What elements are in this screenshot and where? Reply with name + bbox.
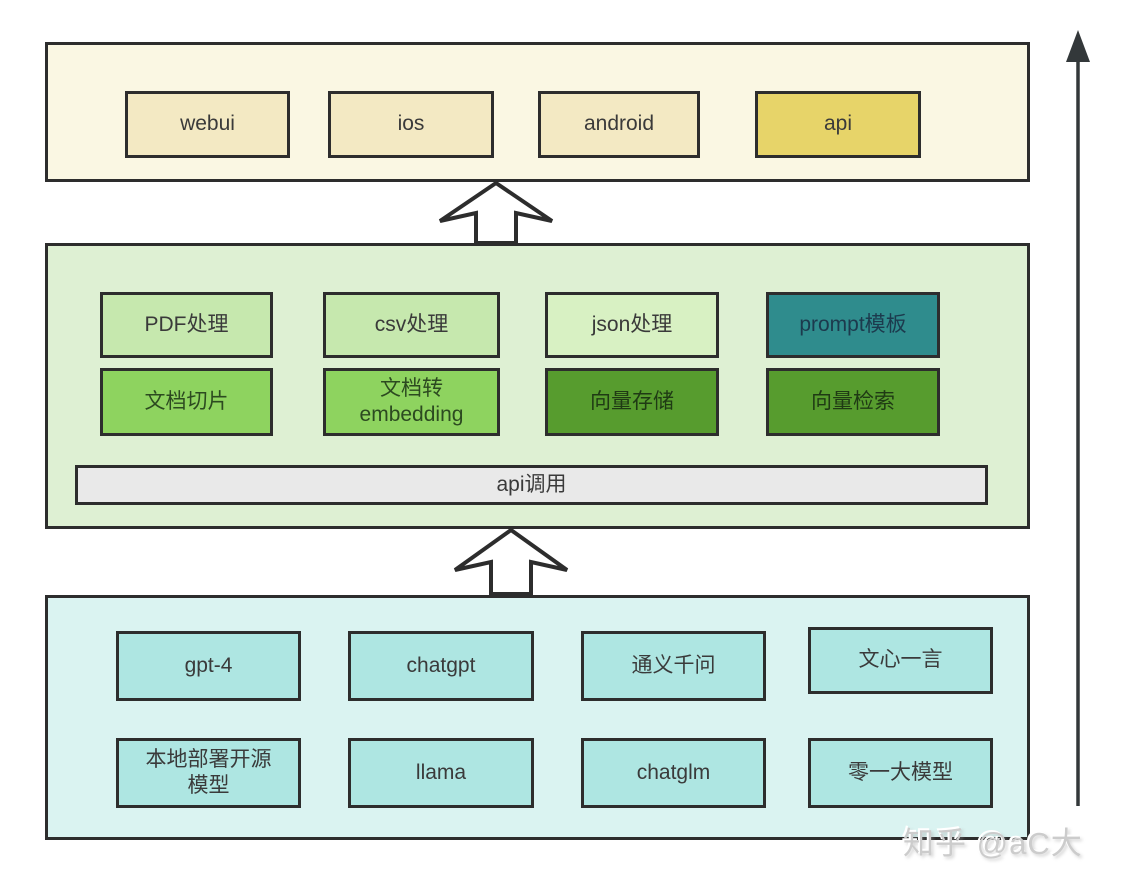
- box-ios: ios: [328, 91, 494, 158]
- vertical-axis-arrow-icon: [1064, 30, 1092, 813]
- box-doc-embedding: 文档转 embedding: [323, 368, 500, 436]
- api-call-bar: api调用: [75, 465, 988, 505]
- watermark: 知乎 @aC大: [903, 826, 1083, 861]
- box-csv-processing: csv处理: [323, 292, 500, 358]
- box-pdf-processing: PDF处理: [100, 292, 273, 358]
- box-vector-search: 向量检索: [766, 368, 940, 436]
- box-prompt-template: prompt模板: [766, 292, 940, 358]
- box-chatgpt: chatgpt: [348, 631, 534, 701]
- processing-layer: PDF处理 csv处理 json处理 prompt模板 文档切片 文档转 emb…: [45, 243, 1030, 529]
- up-arrow-icon: [451, 527, 571, 602]
- box-vector-store: 向量存储: [545, 368, 719, 436]
- box-gpt4: gpt-4: [116, 631, 301, 701]
- box-lingyi-model: 零一大模型: [808, 738, 993, 808]
- box-android: android: [538, 91, 700, 158]
- box-json-processing: json处理: [545, 292, 719, 358]
- box-tongyi-qianwen: 通义千问: [581, 631, 766, 701]
- model-layer: gpt-4 chatgpt 通义千问 文心一言 本地部署开源 模型 llama …: [45, 595, 1030, 840]
- box-wenxin-yiyan: 文心一言: [808, 627, 993, 694]
- box-api: api: [755, 91, 921, 158]
- box-llama: llama: [348, 738, 534, 808]
- up-arrow-icon: [436, 180, 556, 251]
- box-doc-slicing: 文档切片: [100, 368, 273, 436]
- box-webui: webui: [125, 91, 290, 158]
- box-local-opensource-model: 本地部署开源 模型: [116, 738, 301, 808]
- box-chatglm: chatglm: [581, 738, 766, 808]
- app-layer: webui ios android api: [45, 42, 1030, 182]
